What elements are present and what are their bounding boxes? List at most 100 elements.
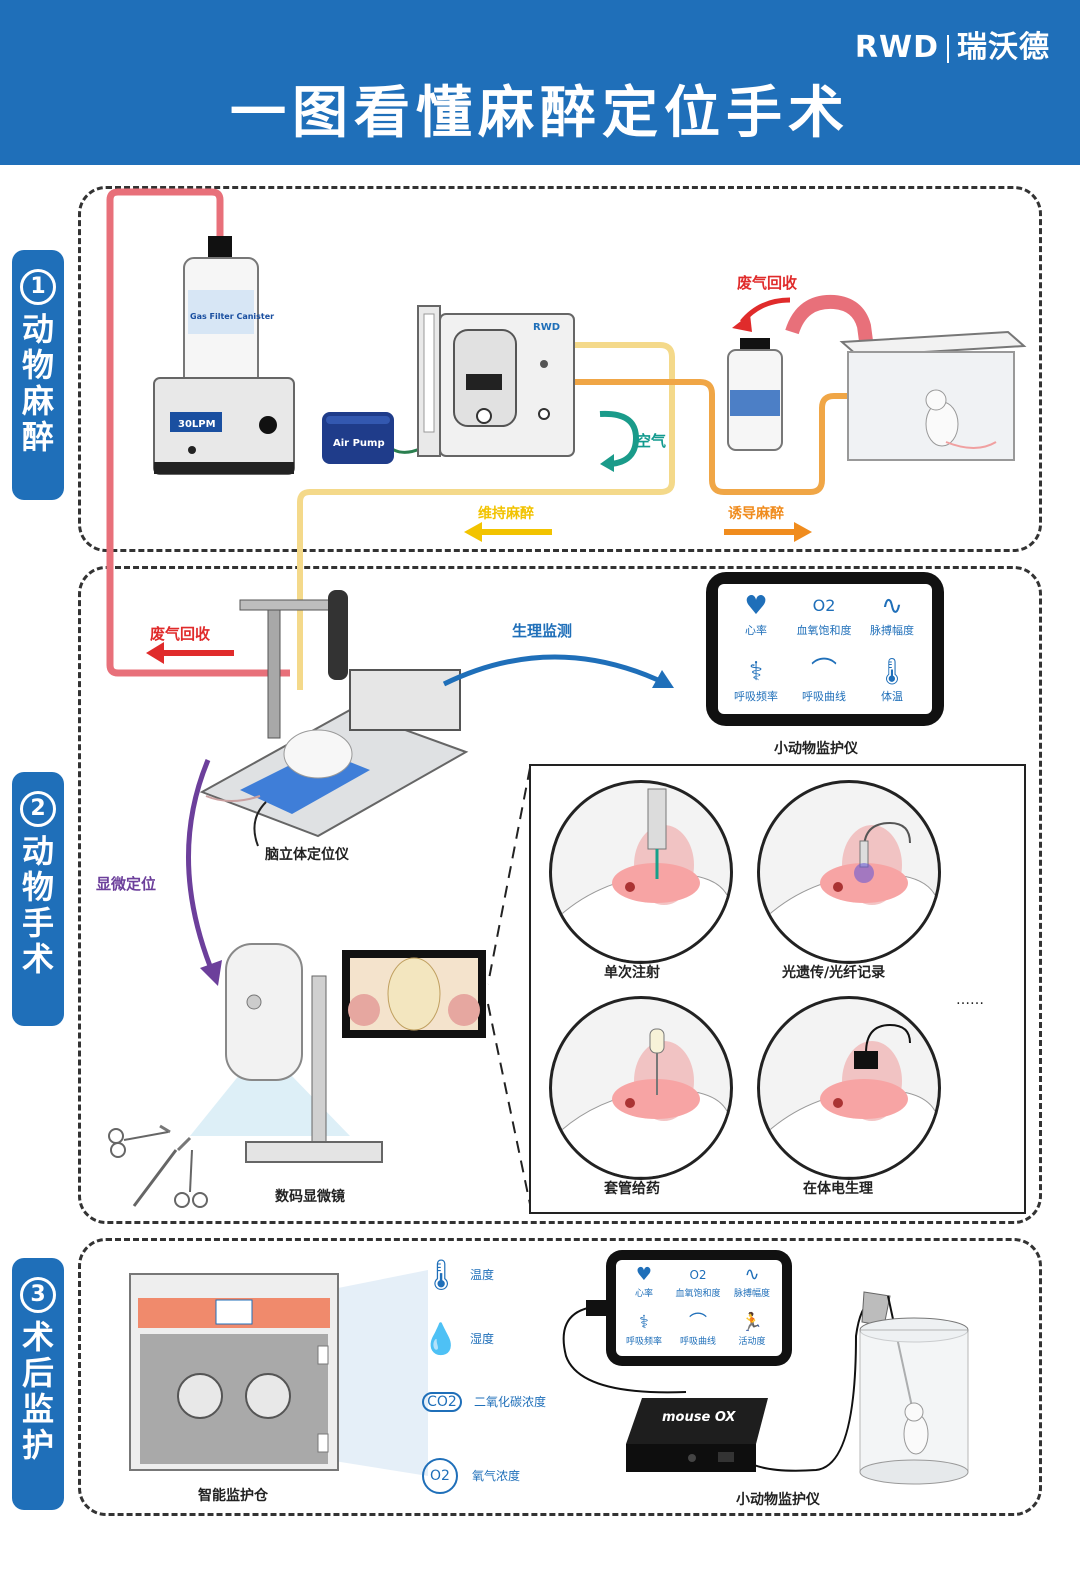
heart-glyph: ♥: [635, 1264, 653, 1285]
mouse-ox-device: [626, 1398, 768, 1472]
air-cycle-arrow: [599, 410, 640, 472]
procedure-label-electrophysiology: 在体电生理: [803, 1181, 873, 1197]
maintain-tube: [297, 342, 675, 690]
monitor-item-label: 呼吸频率: [734, 690, 778, 703]
physio-monitoring-arrow: [442, 654, 674, 688]
induction-chamber: [839, 330, 1027, 461]
tab-anesthesia: 1 动 物 麻 醉: [12, 250, 64, 500]
monitor-item-label: 活动度: [738, 1337, 766, 1347]
procedure-label-cannula: 套管给药: [604, 1181, 660, 1197]
lungs-icon: ⚕ 呼吸频率: [724, 656, 788, 704]
procedure-label-optogenetics: 光遗传/光纤记录: [782, 965, 886, 981]
induce-arrow: [724, 522, 812, 542]
monitor-item-label: 血氧饱和度: [796, 624, 852, 637]
monitor-item-label: 心率: [745, 624, 767, 637]
sensor-label: 温度: [470, 1268, 495, 1282]
monitor-item-label: 呼吸频率: [625, 1337, 662, 1347]
curve-icon: ⌒ 呼吸曲线: [792, 656, 856, 704]
microscope-positioning-arrow: [186, 759, 222, 986]
activity-cage: [859, 1291, 969, 1485]
tab-char: 后: [21, 1354, 54, 1392]
digital-microscope: [159, 943, 383, 1163]
sensor-temperature: 🌡 温度: [422, 1258, 494, 1293]
more-ellipsis: ……: [956, 992, 984, 1008]
physio-monitoring-label: 生理监测: [512, 622, 573, 640]
waste-gas-label-left: 废气回收: [150, 625, 211, 643]
thermometer-icon: 🌡体温: [860, 656, 924, 704]
waste-gas-tube: [106, 188, 290, 677]
o2-glyph: O2: [812, 596, 836, 615]
surgical-tools: [108, 1128, 208, 1208]
tab-char: 术: [21, 940, 54, 978]
thermometer-icon: 🌡: [422, 1258, 461, 1293]
maintain-label: 维持麻醉: [478, 506, 534, 522]
sensor-humidity: 💧 湿度: [422, 1322, 494, 1357]
procedure-cannula-illustration: [549, 996, 733, 1180]
anesthesia-machine: [417, 305, 575, 457]
lungs-glyph: ⚕: [639, 1312, 649, 1333]
section-surgery-frame: [78, 566, 1042, 1224]
gas-filter-unit: [153, 236, 295, 475]
tab-surgery: 2 动 物 手 术: [12, 772, 64, 1026]
procedure-injection-illustration: [549, 780, 733, 964]
pulse-glyph: ∿: [744, 1264, 760, 1285]
procedure-optogenetics-illustration: [757, 780, 941, 964]
induce-label: 诱导麻醉: [728, 506, 784, 522]
monitor-cables: [562, 1299, 873, 1472]
section-anesthesia-frame: [78, 186, 1042, 552]
tab-char: 手: [21, 904, 54, 942]
filter-display: 30LPM: [178, 419, 216, 430]
o2-glyph: O2: [689, 1268, 707, 1282]
heart-glyph: ♥: [744, 591, 768, 621]
machine-brand: RWD: [533, 322, 561, 333]
tab-char: 醉: [21, 418, 54, 456]
heart-icon: ♥ 心率: [724, 590, 788, 638]
stereotaxic-instrument: [200, 590, 469, 838]
induce-tube: [572, 379, 866, 495]
lungs-glyph: ⚕: [748, 657, 764, 687]
air-label: 空气: [636, 432, 667, 450]
brand-logo: RWD 瑞沃德: [855, 22, 1050, 66]
monitor-item-label: 心率: [634, 1289, 653, 1299]
tab-char: 动: [21, 310, 54, 348]
waste-gas-arrow-left: [146, 642, 234, 664]
lungs-icon: ⚕ 呼吸频率: [618, 1312, 670, 1347]
tab-char: 麻: [21, 382, 54, 420]
callout-lines: [487, 767, 531, 1205]
pulse-icon: ∿脉搏幅度: [860, 590, 924, 638]
monitor-item-label: 呼吸曲线: [802, 690, 846, 703]
air-pump-label: Air Pump: [333, 438, 385, 449]
filter-canister-label: Gas Filter Canister: [190, 312, 275, 321]
microscope-label: 数码显微镜: [275, 1189, 345, 1205]
monitor-label-section3: 小动物监护仪: [736, 1492, 820, 1508]
small-filter-canister: [727, 338, 783, 451]
brand-latin: RWD: [854, 30, 939, 65]
monitor-item-label: 脉搏幅度: [733, 1289, 770, 1299]
air-pump: [322, 412, 394, 464]
curve-glyph: ⌒: [810, 657, 837, 687]
heart-icon: ♥ 心率: [618, 1264, 670, 1299]
tab-char: 监: [21, 1390, 54, 1428]
curve-glyph: ⌒: [689, 1312, 707, 1333]
brand-cn: 瑞沃德: [957, 30, 1050, 65]
sensor-label: 湿度: [470, 1332, 495, 1346]
waste-gas-label-top: 废气回收: [737, 274, 798, 292]
droplet-icon: 💧: [422, 1322, 460, 1357]
tab-number: 1: [20, 269, 56, 305]
tab-char: 护: [21, 1426, 54, 1464]
tab-postop: 3 术 后 监 护: [12, 1258, 64, 1510]
monitor-label-section2: 小动物监护仪: [774, 741, 858, 757]
sensor-o2: O2 氧气浓度: [422, 1458, 520, 1494]
run-glyph: 🏃: [740, 1312, 764, 1333]
sensor-label: 氧气浓度: [472, 1468, 521, 1483]
section-postop-frame: [78, 1238, 1042, 1516]
pulse-glyph: ∿: [881, 591, 903, 621]
co2-icon: CO2: [422, 1392, 462, 1412]
smart-monitoring-chamber: [129, 1270, 428, 1476]
o2-icon: O2: [422, 1458, 458, 1494]
microscope-display: [342, 950, 486, 1038]
